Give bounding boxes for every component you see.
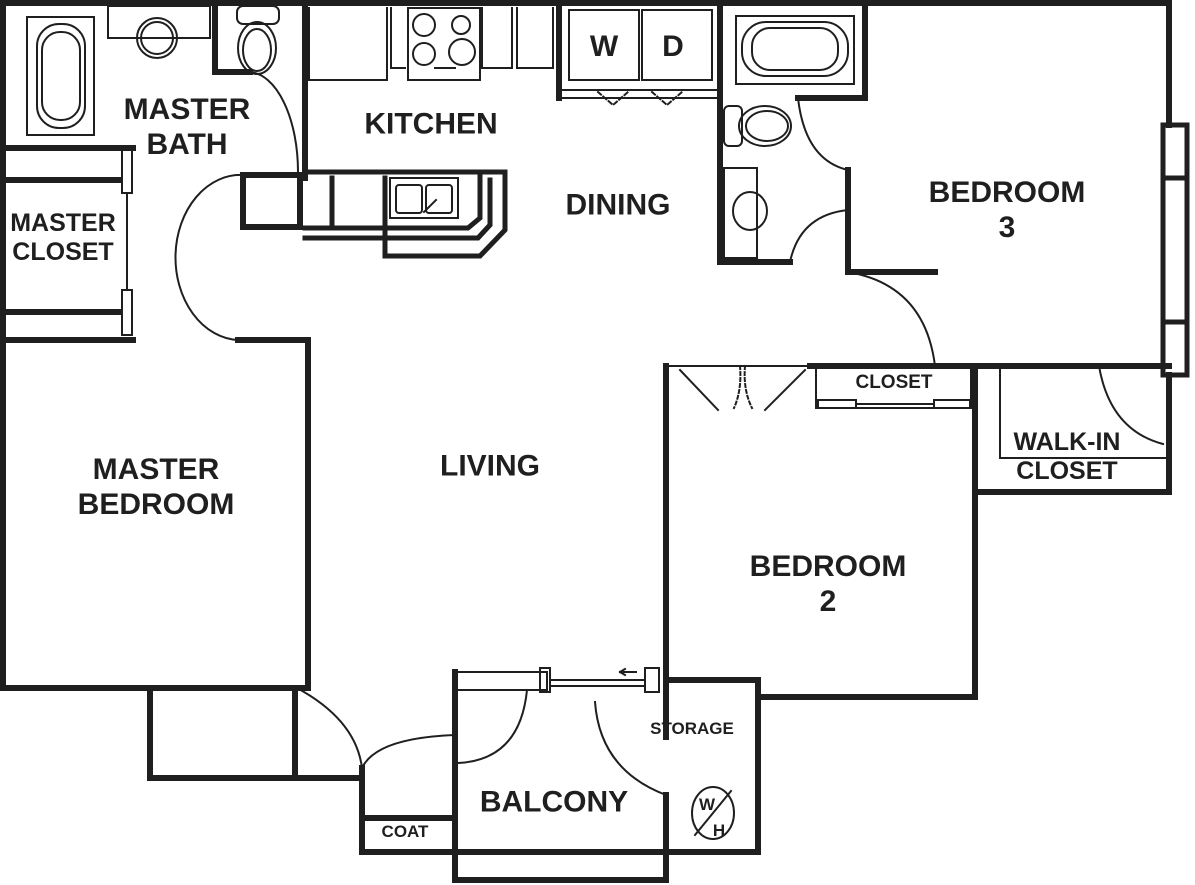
- walls: [0, 0, 1172, 883]
- walk-in-closet-shelf: [999, 367, 1166, 459]
- room-label-living: LIVING: [439, 449, 541, 483]
- washer-label: W: [590, 30, 619, 63]
- master-bathtub-icon: [26, 16, 95, 136]
- master-toilet-icon: [236, 5, 280, 75]
- water-heater-label-bottom: H: [713, 821, 725, 840]
- bath3-vanity-icon: [723, 167, 768, 259]
- bath3-tub-icon: [735, 15, 855, 85]
- stove-icon: [412, 13, 476, 69]
- kitchen-sink-icon: [389, 177, 459, 219]
- washer-dryer: [560, 9, 717, 107]
- windows: [1160, 122, 1190, 378]
- water-heater-label-top: W: [699, 795, 716, 814]
- dryer-label: D: [662, 30, 684, 63]
- room-label-dining: DINING: [565, 188, 671, 222]
- door-swings: [174, 70, 1165, 797]
- master-vanity-icon: [107, 5, 211, 59]
- room-label-closet: CLOSET: [855, 371, 933, 393]
- room-label-coat: COAT: [381, 822, 429, 842]
- balcony-slider-door: [454, 667, 660, 693]
- room-label-master-bedroom: MASTER BEDROOM: [77, 453, 235, 521]
- room-label-balcony: BALCONY: [479, 785, 629, 819]
- bath3-toilet-icon: [723, 105, 792, 147]
- master-closet-door: [121, 147, 133, 336]
- room-label-storage: STORAGE: [650, 719, 734, 739]
- room-label-master-closet: MASTER CLOSET: [10, 209, 116, 266]
- room-label-walk-in-closet: WALK-IN CLOSET: [1013, 428, 1121, 485]
- bedroom2-closet: [667, 364, 972, 412]
- water-heater-icon: [691, 786, 735, 840]
- room-label-bedroom-3: BEDROOM 3: [928, 176, 1086, 244]
- kitchen-island: [302, 169, 508, 259]
- room-label-master-bath: MASTER BATH: [123, 93, 251, 161]
- room-label-bedroom-2: BEDROOM 2: [749, 550, 907, 618]
- kitchen-counters: [308, 7, 554, 81]
- room-label-kitchen: KITCHEN: [364, 107, 498, 141]
